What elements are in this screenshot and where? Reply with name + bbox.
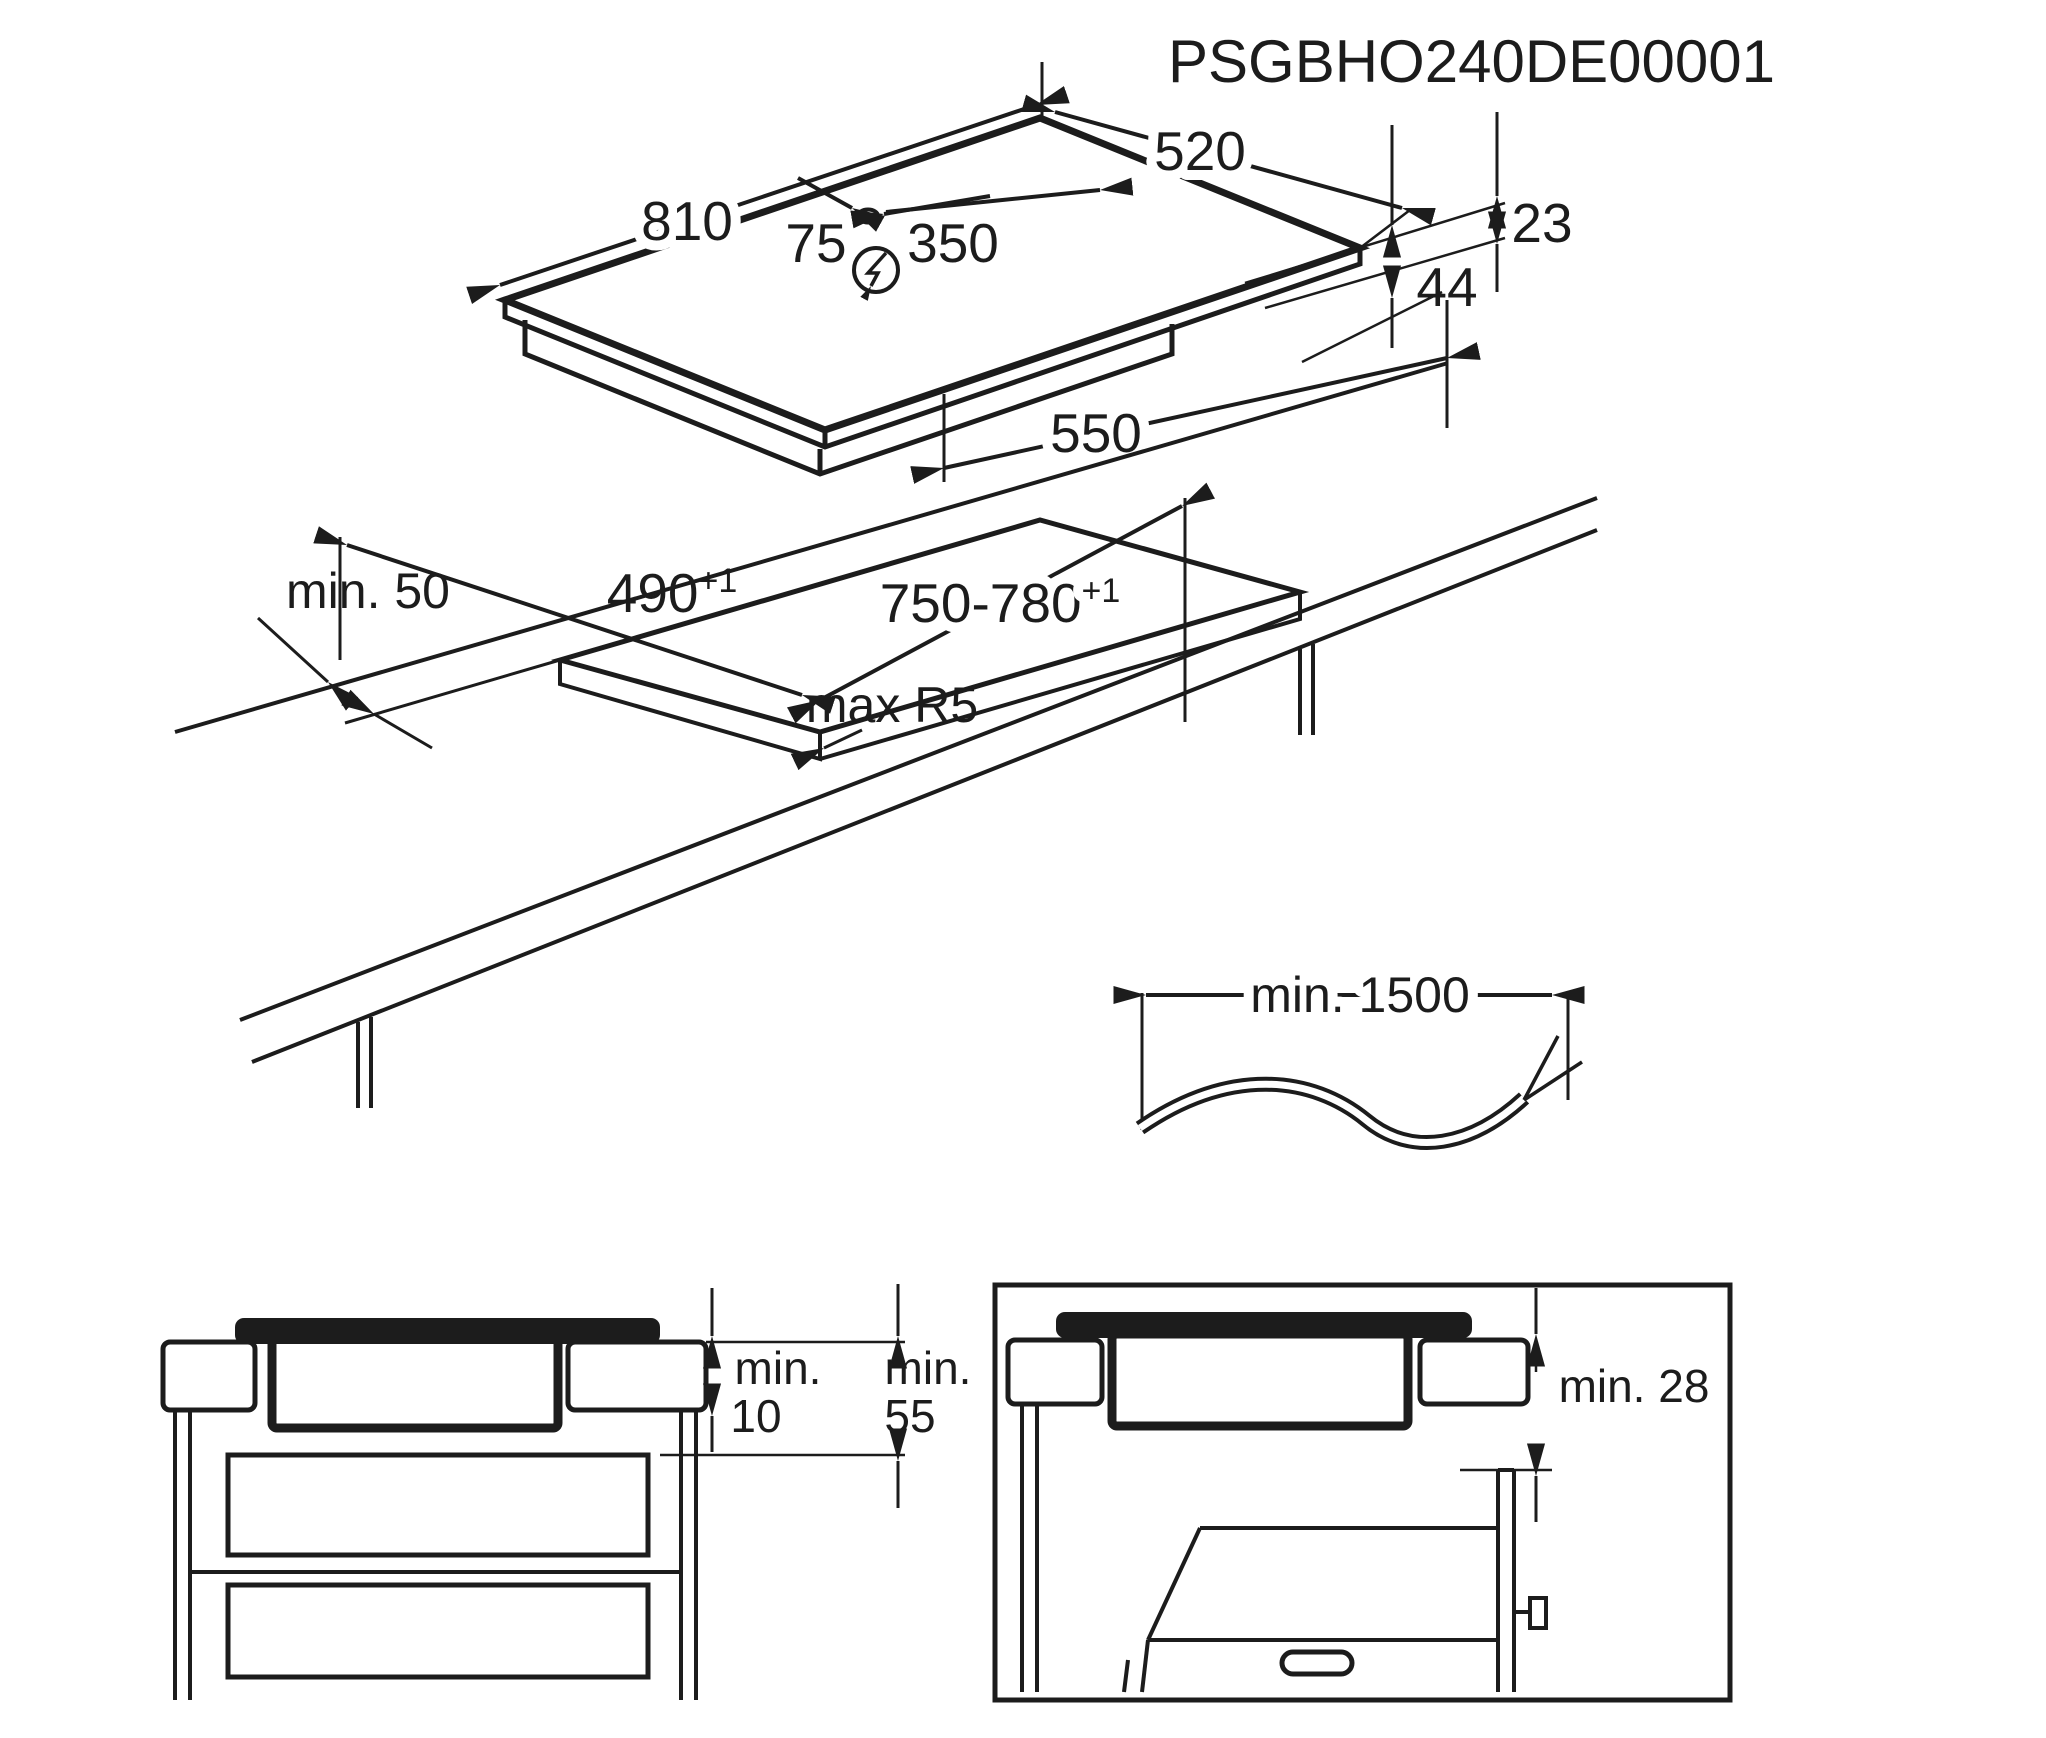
drawer-front-2 <box>225 1582 651 1680</box>
oven-clearance-view: min. 28 <box>992 1282 1733 1703</box>
oven <box>1122 1468 1548 1693</box>
extension-line <box>1359 209 1411 249</box>
label-55: 55 <box>884 1390 935 1442</box>
hob-body-section <box>1107 1329 1413 1431</box>
cabinet-leg-right <box>1298 644 1315 735</box>
dim-label-75: 75 <box>785 212 846 274</box>
oven-knob <box>1514 1596 1548 1630</box>
cabinet-leg-left <box>356 1017 373 1108</box>
label-min-2: min. <box>885 1342 972 1394</box>
cable-entry-point <box>856 207 880 225</box>
hob-body-section <box>267 1331 563 1433</box>
dim-label-490: 490+1 <box>607 562 738 624</box>
dim-label-520: 520 <box>1154 120 1246 182</box>
dim-label-min28: min. 28 <box>1559 1360 1710 1412</box>
leader-maxR5 <box>790 728 863 771</box>
oven-handle <box>1279 1649 1355 1677</box>
worktop-left-piece <box>1005 1337 1105 1407</box>
dim-label-23: 23 <box>1511 192 1572 254</box>
arrow-min50-upper <box>256 616 359 711</box>
worktop-right-piece <box>1417 1337 1531 1407</box>
ref-line-glass-top <box>1244 201 1506 285</box>
drawer-front-1 <box>225 1452 651 1558</box>
dim-arrow-350-right <box>885 177 1134 214</box>
cabinet-side-left <box>1020 1404 1039 1692</box>
cabinet-sides <box>173 1410 698 1700</box>
dim-line-550 <box>910 342 1481 484</box>
worktop-right-piece <box>565 1339 709 1413</box>
worktop-left-piece <box>160 1339 258 1413</box>
cutout-edge-extension <box>344 658 561 725</box>
dim-label-min1500: min. 1500 <box>1250 967 1470 1023</box>
hob-glass-section <box>1056 1312 1472 1338</box>
label-10: 10 <box>730 1390 781 1442</box>
dim-line-520 <box>1021 94 1436 226</box>
dim-label-maxR5: max R5 <box>806 677 978 733</box>
power-cable-diagram: min. 1500 <box>1113 957 1585 1150</box>
mains-cable <box>1135 1035 1583 1150</box>
dim-label-550: 550 <box>1050 402 1142 464</box>
product-code-label: PSGBHO240DE00001 <box>1168 28 1775 95</box>
worktop-front-top-edge <box>239 496 1598 1022</box>
hob-glass-section <box>235 1318 660 1344</box>
arrow-min50-lower <box>341 689 433 750</box>
drawer-clearance-view: min. 10 min. 55 <box>160 1284 972 1700</box>
dim-line-490 <box>313 526 836 714</box>
hob-glass-thickness-edge <box>502 248 1363 450</box>
label-min-1: min. <box>735 1342 822 1394</box>
power-icon <box>852 246 900 301</box>
worktop-front-bottom-edge <box>251 528 1598 1064</box>
oven-slant-edge <box>1146 1527 1202 1641</box>
dim-arrow-75 <box>797 176 885 232</box>
dim-label-810: 810 <box>641 190 733 252</box>
dim-line-810 <box>466 86 1070 304</box>
dim-label-350: 350 <box>907 212 999 274</box>
worktop-cutout-view: min. 50 490+1 750-780+1 max R5 <box>174 361 1598 1108</box>
dim-line-750 <box>786 482 1216 724</box>
dim-label-750-780: 750-780+1 <box>880 572 1121 634</box>
hob-top-view: 810 520 75 350 23 44 550 <box>466 62 1573 484</box>
